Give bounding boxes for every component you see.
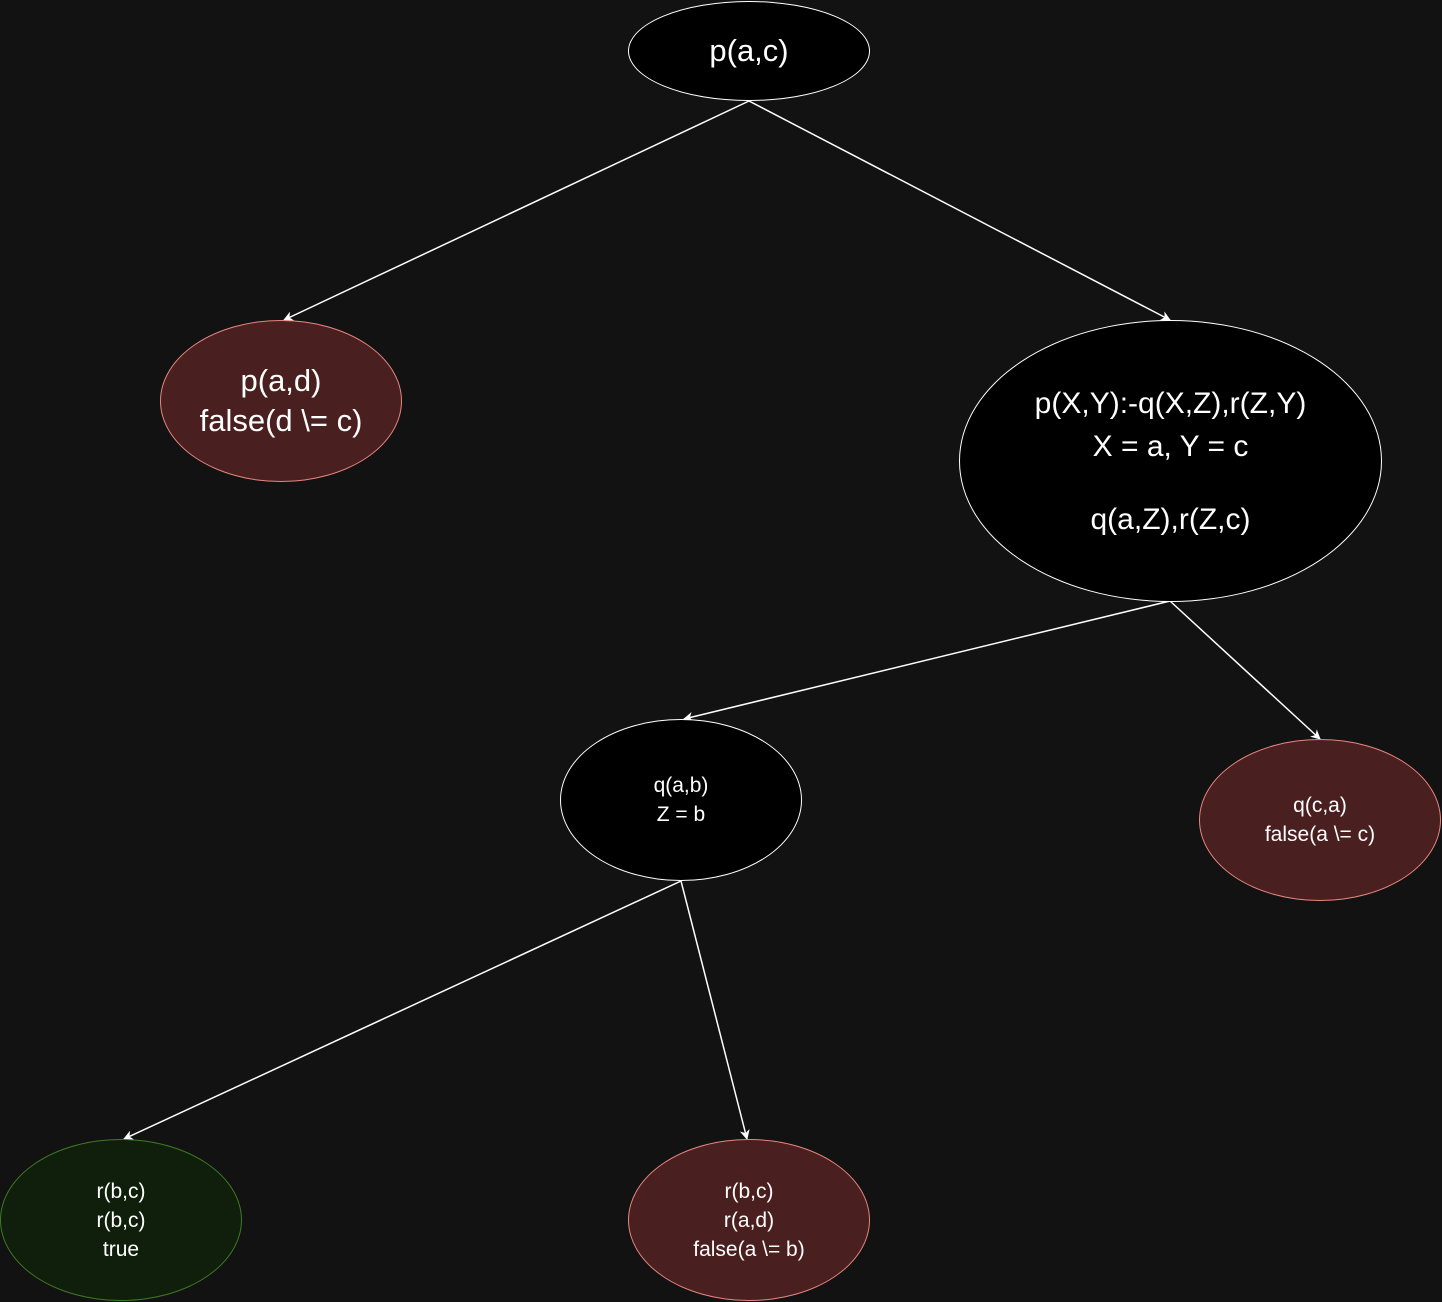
edge-rule-to-qca (1169, 600, 1321, 740)
node-r-a-d-fail[interactable]: r(b,c) r(a,d) false(a \= b) (628, 1139, 870, 1301)
edge-root-to-pad (283, 100, 750, 321)
node-qca-line-1: q(c,a) (1293, 794, 1347, 817)
node-rad-line-2: r(a,d) (723, 1208, 775, 1232)
node-rule-line-1: p(X,Y):-q(X,Z),r(Z,Y) (1034, 386, 1307, 420)
node-pad-line-2: false(d \= c) (199, 403, 363, 438)
edge-qab-to-rbc-true (123, 880, 682, 1140)
node-qab-line-2: Z = b (656, 803, 706, 826)
node-rbc-true-line-1: r(b,c) (96, 1179, 146, 1203)
node-rule-line-2: X = a, Y = c (1092, 429, 1249, 463)
node-qab-line-1: q(a,b) (653, 774, 709, 797)
node-q-c-a-fail[interactable]: q(c,a) false(a \= c) (1199, 739, 1441, 901)
edge-rule-to-qab (683, 600, 1171, 722)
node-qca-line-2: false(a \= c) (1264, 823, 1376, 846)
edge-root-to-rule (748, 100, 1171, 321)
node-pad-line-1: p(a,d) (240, 363, 322, 398)
node-rule-expansion[interactable]: p(X,Y):-q(X,Z),r(Z,Y) X = a, Y = c q(a,Z… (959, 320, 1382, 602)
node-p-a-d-fail[interactable]: p(a,d) false(d \= c) (160, 320, 402, 482)
node-rad-line-3: false(a \= b) (693, 1237, 805, 1261)
node-rad-line-1: r(b,c) (724, 1179, 774, 1203)
edge-qab-to-rad-false (680, 880, 750, 1140)
node-r-b-c-true[interactable]: r(b,c) r(b,c) true (0, 1139, 242, 1301)
node-rbc-true-line-2: r(b,c) (96, 1208, 146, 1232)
node-q-a-b[interactable]: q(a,b) Z = b (560, 719, 802, 881)
node-rbc-true-line-3: true (102, 1237, 140, 1261)
node-root-goal[interactable]: p(a,c) (628, 1, 870, 101)
node-rule-line-4: q(a,Z),r(Z,c) (1090, 502, 1251, 536)
node-root-line-1: p(a,c) (709, 33, 789, 68)
